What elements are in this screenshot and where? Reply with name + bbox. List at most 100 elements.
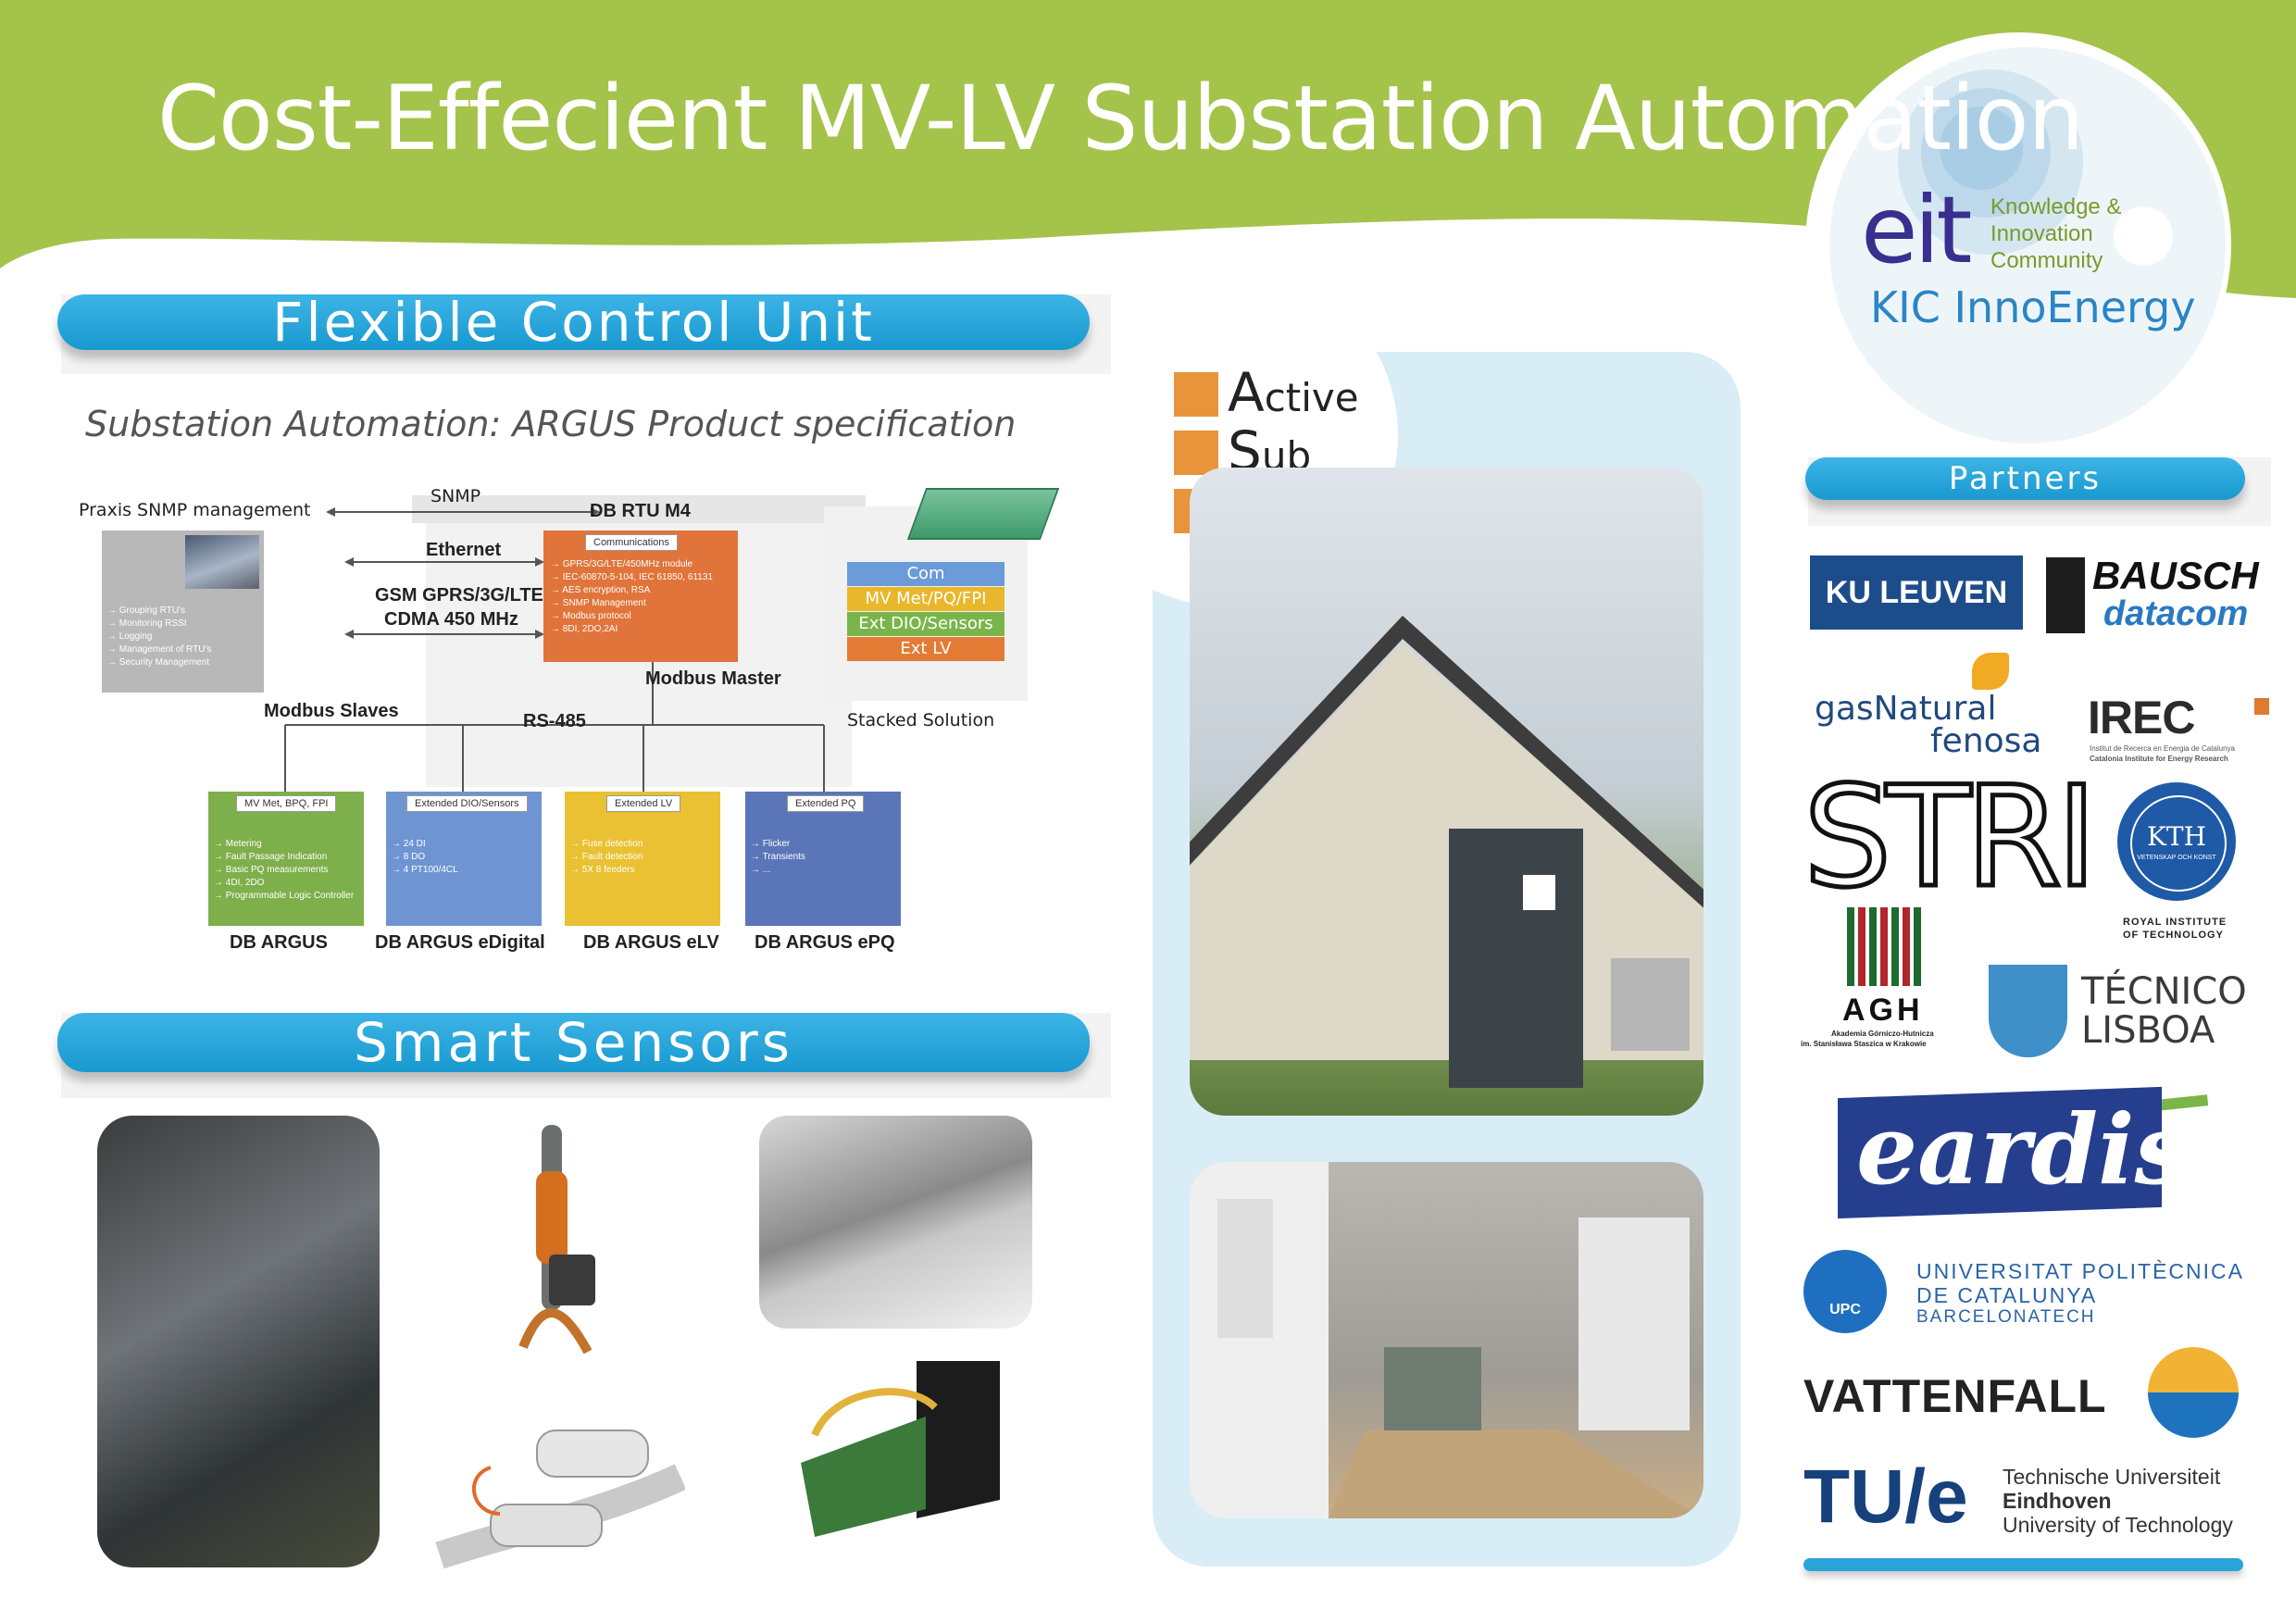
modbus-slaves-label: Modbus Slaves [264, 701, 399, 721]
communications-items: → GPRS/3G/LTE/450MHz module → IEC-60870-… [551, 559, 713, 634]
tecnico-1: TÉCNICO [2081, 970, 2247, 1013]
stacked-solution-label: Stacked Solution [847, 710, 995, 730]
stack-layer-mv: MV Met/PQ/FPI [847, 587, 1004, 611]
module-edigital: Extended DIO/Sensors → 24 DI → 8 DO → 4 … [386, 792, 542, 926]
stack-layer-dio: Ext DIO/Sensors [847, 612, 1004, 636]
eit-line2: Innovation [1990, 221, 2093, 246]
comm-item: 8DI, 2DO,2AI [562, 624, 618, 634]
kic-brand: KIC InnoEnergy [1870, 282, 2196, 332]
partners-bottom-rule [1803, 1558, 2243, 1571]
eardis-name: eardis [1856, 1092, 2190, 1206]
upc-mark: UPC [1829, 1302, 1861, 1317]
bausch-datacom-logo: BAUSCH datacom [2046, 554, 2259, 637]
control-room-image [185, 535, 259, 589]
eit-line1: Knowledge & [1990, 194, 2122, 219]
irec-accent-icon [2254, 698, 2269, 715]
praxis-item: Monitoring RSSI [119, 618, 187, 629]
sensor-clamp-shape [435, 1429, 687, 1569]
diagram-connectors [284, 507, 825, 792]
module-item: 24 DI [403, 839, 426, 849]
module-name: DB ARGUS ePQ [755, 932, 895, 953]
communications-box: Communications → GPRS/3G/LTE/450MHz modu… [543, 531, 738, 662]
praxis-items: → Grouping RTU's → Monitoring RSSI → Log… [107, 606, 212, 668]
praxis-item: Management of RTU's [119, 644, 212, 655]
argus-diagram: Praxis SNMP management SNMP DB RTU M4 → … [56, 477, 1106, 963]
sensor-photo-probe [505, 1116, 606, 1370]
ass-arrow-right-icon [1174, 431, 1218, 475]
eardis-logo: eardis [1838, 1083, 2217, 1231]
module-item: Fault Passage Indication [225, 852, 328, 862]
sensor-photo-board [796, 1352, 1004, 1546]
module-title: Extended LV [606, 795, 681, 812]
butterfly-icon [1972, 653, 2009, 690]
ass-arrow-up-icon [1174, 372, 1218, 417]
upc-line3: BARCELONATECH [1916, 1307, 2096, 1327]
tue-line3: University of Technology [2003, 1513, 2233, 1537]
smart-sensors-banner: Smart Sensors [57, 1013, 1090, 1072]
snmp-label: SNMP [430, 486, 481, 506]
module-title: Extended PQ [787, 795, 865, 812]
ass-rest: ctive [1264, 375, 1359, 420]
module-name: DB ARGUS eDigital [375, 932, 545, 953]
tue-line2: Eindhoven [2003, 1489, 2112, 1513]
module-item: 4DI, 2DO [225, 878, 265, 888]
eit-line3: Community [1990, 248, 2103, 273]
module-item: 5X 8 feeders [581, 865, 635, 875]
module-name: DB ARGUS eLV [583, 932, 719, 953]
module-argus: MV Met, BPQ, FPI → Metering → Fault Pass… [208, 792, 364, 926]
comm-item: IEC-60870-5-104, IEC 61850, 61131 [562, 572, 713, 582]
agh-sub2: im. Stanisława Staszica w Krakowie [1801, 1040, 1927, 1048]
kth-logo: KTH VETENSKAP OCH KONST ROYAL INSTITUTE … [2115, 782, 2250, 944]
upc-line1: UNIVERSITAT POLITÈCNICA [1916, 1259, 2244, 1283]
stacked-solution: Com MV Met/PQ/FPI Ext DIO/Sensors Ext LV… [824, 488, 1060, 730]
module-item: ... [762, 865, 771, 875]
communications-title: Communications [585, 534, 678, 551]
praxis-item: Security Management [119, 657, 210, 668]
vattenfall-sun-icon [2148, 1347, 2239, 1438]
comm-item: AES encryption, RSA [562, 585, 651, 595]
rtu-device-image [906, 488, 1060, 540]
argus-subtitle: Substation Automation: ARGUS Product spe… [85, 404, 1017, 444]
module-item: 4 PT100/4CL [403, 865, 458, 875]
gsm-label: GSM GPRS/3G/LTE [375, 585, 543, 606]
substation-exterior-photo [1190, 468, 1703, 1116]
module-item: Transients [762, 852, 805, 862]
kth-seal-icon: KTH VETENSKAP OCH KONST [2117, 782, 2236, 901]
stri-logo: STRI [1801, 757, 2099, 918]
comm-item: GPRS/3G/LTE/450MHz module [562, 559, 693, 569]
vattenfall-logo: VATTENFALL [1803, 1347, 2248, 1440]
module-title: MV Met, BPQ, FPI [236, 795, 337, 812]
gas-natural-fenosa-logo: gasNatural fenosa [1815, 648, 2041, 760]
praxis-item: Grouping RTU's [119, 606, 185, 616]
poster-title: Cost-Effecient MV-LV Substation Automati… [157, 67, 2084, 170]
bausch-name: BAUSCH [2092, 554, 2259, 597]
ass-initial: A [1228, 361, 1265, 424]
bausch-sub: datacom [2103, 594, 2249, 633]
module-item: 8 DO [403, 852, 426, 862]
agh-name: AGH [1842, 993, 1924, 1028]
stack-layer-com: Com [847, 562, 1004, 586]
sensor-photo-switchgear [97, 1116, 380, 1567]
module-item: Fuse detection [581, 839, 643, 849]
module-item: Fault detection [581, 852, 643, 862]
tecnico-shield-icon [1989, 965, 2067, 1057]
gas-natural: gasNatural [1815, 690, 1997, 728]
praxis-item: Logging [119, 631, 153, 642]
agh-logo: AGH Akademia Górniczo-Hutnicza im. Stani… [1796, 907, 1972, 1069]
irec-logo: IREC Institut de Recerca en Energia de C… [2088, 692, 2273, 767]
sensor-photo-transformer [759, 1116, 1032, 1329]
sensor-probe-shape [518, 1125, 595, 1355]
module-item: Metering [225, 839, 262, 849]
module-item: Programmable Logic Controller [225, 891, 355, 901]
agh-stripes-icon [1847, 907, 1921, 986]
fenosa: fenosa [1930, 722, 2042, 760]
module-item: Flicker [762, 839, 791, 849]
tecnico-lisboa-logo: TÉCNICO LISBOA [1989, 965, 2247, 1067]
db-rtu-label: DB RTU M4 [590, 501, 691, 521]
upc-logo: UPC UNIVERSITAT POLITÈCNICA DE CATALUNYA… [1803, 1250, 2248, 1333]
irec-name: IREC [2088, 692, 2195, 743]
tue-mark: TU/e [1803, 1454, 1968, 1539]
kth-sub1: ROYAL INSTITUTE [2123, 917, 2227, 928]
irec-sub1: Institut de Recerca en Energia de Catalu… [2090, 744, 2235, 753]
tue-line1: Technische Universiteit [2003, 1465, 2221, 1489]
